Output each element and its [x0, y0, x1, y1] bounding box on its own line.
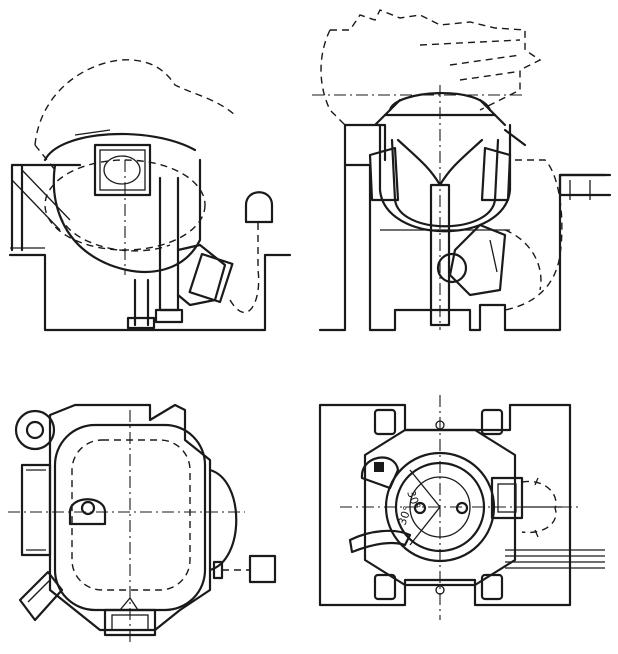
side-elevation-view — [8, 59, 292, 332]
angle-label-upper: 30° — [404, 489, 423, 512]
front-elevation-view — [312, 9, 612, 332]
plan-view-left — [8, 403, 277, 645]
plan-view-right: 30° 30° — [318, 395, 605, 620]
hatch-lines — [505, 549, 605, 569]
angle-label-lower: 30° — [396, 504, 415, 527]
